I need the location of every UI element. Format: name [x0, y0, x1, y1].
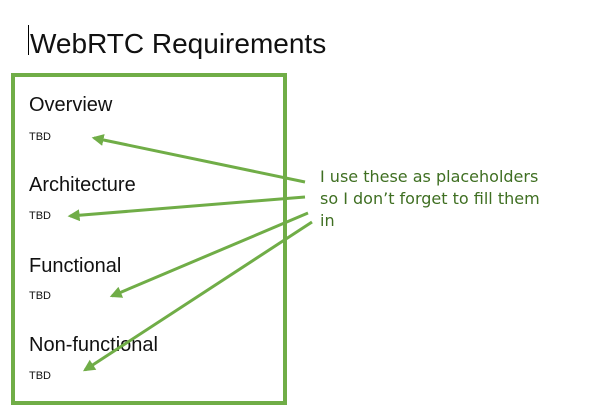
annotation-line-3: in [320, 211, 335, 230]
section-heading-non-functional[interactable]: Non-functional [29, 334, 158, 356]
document-title[interactable]: WebRTC Requirements [30, 28, 327, 59]
arrow-to-overview [91, 134, 306, 184]
section-heading-overview[interactable]: Overview [29, 94, 113, 116]
section-body-functional[interactable]: TBD [29, 290, 51, 302]
arrow-to-non-functional [82, 220, 313, 372]
annotation-line-1: I use these as placeholders [320, 167, 539, 186]
section-body-architecture[interactable]: TBD [29, 210, 51, 222]
section-heading-functional[interactable]: Functional [29, 255, 122, 277]
section-body-non-functional[interactable]: TBD [29, 370, 51, 382]
annotation-line-2: so I don’t forget to fill them [320, 189, 540, 208]
section-body-overview[interactable]: TBD [29, 131, 51, 143]
arrow-to-functional [109, 211, 309, 298]
annotation-callout: I use these as placeholders so I don’t f… [320, 166, 585, 232]
text-cursor [28, 25, 29, 55]
section-heading-architecture[interactable]: Architecture [29, 174, 136, 196]
arrow-to-architecture [67, 195, 306, 222]
